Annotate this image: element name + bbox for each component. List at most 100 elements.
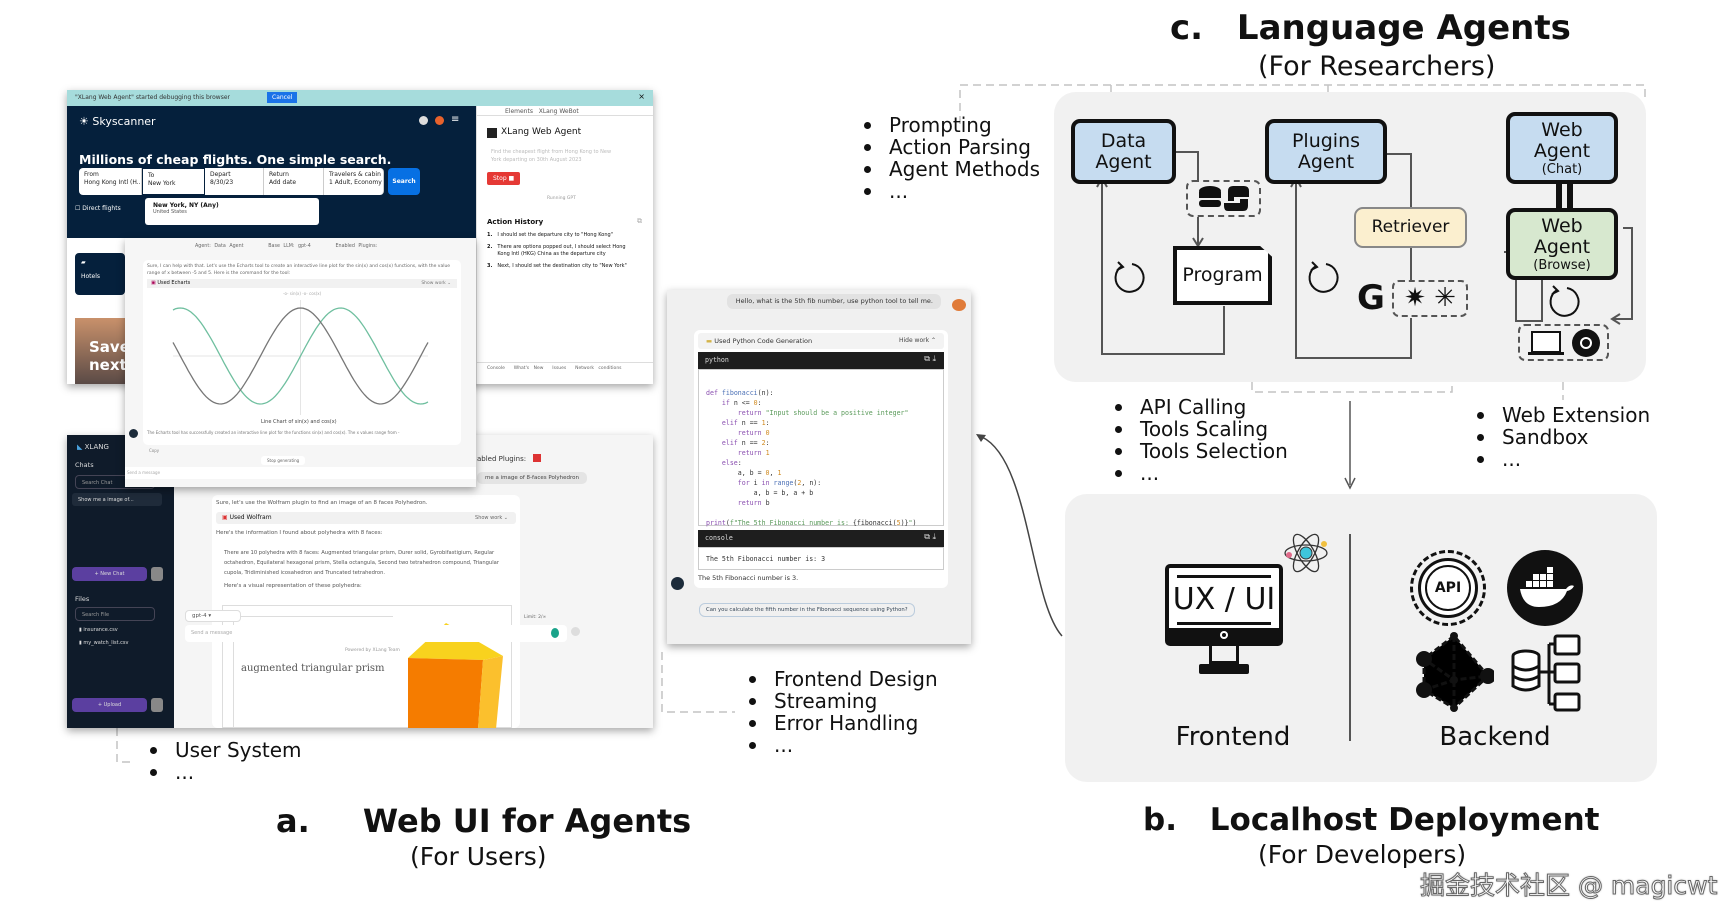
code-header: python ⧉ ⤓ bbox=[698, 352, 944, 369]
xlang-logo-icon bbox=[487, 128, 497, 138]
panel-c-label: c. bbox=[1170, 8, 1204, 48]
chat-sidebar: ◣ XLANG Chats Search Chat Show me a imag… bbox=[67, 435, 174, 728]
copy-download-icons[interactable]: ⧉ ⤓ bbox=[924, 354, 936, 363]
message-input[interactable]: Send a message bbox=[125, 467, 476, 479]
field-label: Return bbox=[269, 171, 289, 178]
action-item[interactable]: 2.There are options popped out, I should… bbox=[487, 244, 637, 258]
used-label: Used Wolfram bbox=[229, 514, 272, 521]
browser-sandbox-group bbox=[1518, 324, 1609, 361]
hotels-card[interactable]: ▰Hotels bbox=[75, 253, 125, 295]
plugins-agent-line2: Agent bbox=[1297, 150, 1355, 173]
chat-list-item[interactable]: Show me a image of... bbox=[72, 493, 162, 506]
hide-work-label: Hide work bbox=[898, 337, 930, 344]
skyscanner-logo: ☀ Skyscanner bbox=[79, 115, 156, 128]
tool-usage-bar[interactable]: ▬ Used Python Code Generation Hide work … bbox=[698, 333, 944, 349]
result-text: The Echarts tool has successfully create… bbox=[147, 430, 400, 435]
send-icon[interactable] bbox=[551, 628, 559, 638]
assistant-avatar bbox=[671, 577, 684, 590]
new-folder-button[interactable] bbox=[151, 567, 163, 581]
data-tools-group bbox=[1186, 180, 1261, 217]
tab-network-conditions[interactable]: Network conditions bbox=[575, 366, 622, 371]
bullets-frontend: Frontend Design Streaming Error Handling… bbox=[747, 668, 938, 756]
direct-flights-label: Direct flights bbox=[82, 205, 121, 212]
direct-flights-checkbox[interactable]: ☐ Direct flights bbox=[75, 205, 121, 212]
stop-button[interactable]: Stop ■ bbox=[487, 172, 521, 185]
api-text: API bbox=[1425, 565, 1471, 611]
tool-usage-bar[interactable]: ▣ Used Wolfram Show work ⌄ bbox=[216, 512, 516, 524]
loop-icon bbox=[1549, 285, 1580, 317]
model-value: gpt-4 bbox=[192, 613, 207, 619]
xlang-logo: ◣ XLANG bbox=[77, 443, 109, 451]
action-text: Next, I should set the destination city … bbox=[497, 263, 627, 269]
debug-bar: "XLang Web Agent" started debugging this… bbox=[67, 90, 653, 106]
search-button[interactable]: Search bbox=[388, 168, 420, 195]
curved-arrow-head bbox=[976, 434, 986, 442]
legend-cos: cos(x) bbox=[309, 291, 322, 296]
show-work-label: Show work bbox=[421, 281, 446, 286]
tab-elements[interactable]: Elements bbox=[505, 108, 533, 115]
info-text: Here's the information I found about pol… bbox=[216, 530, 383, 536]
tool-usage-bar[interactable]: ▣ Used Echarts Show work ⌄ bbox=[147, 279, 457, 288]
avatar[interactable] bbox=[435, 116, 444, 125]
copy-button[interactable]: Copy bbox=[149, 448, 160, 453]
search-file-input[interactable]: Search File bbox=[75, 607, 155, 621]
model-select[interactable]: gpt-4 ▾ bbox=[185, 610, 241, 622]
web-agent-browse-line2: Agent bbox=[1533, 235, 1591, 258]
bullet-item: ... bbox=[1113, 462, 1288, 484]
bullets-prompting: Prompting Action Parsing Agent Methods .… bbox=[862, 114, 1040, 202]
brand-name: XLANG bbox=[84, 443, 109, 451]
suggestion-chip[interactable]: Can you calculate the fifth number in th… bbox=[699, 603, 915, 617]
message-input[interactable]: Send a message bbox=[185, 625, 567, 642]
echarts-chat-screenshot: Agent: Data Agent Base LLM: gpt-4 Enable… bbox=[125, 238, 476, 487]
panel-a-title-text: Web UI for Agents bbox=[362, 802, 692, 840]
travelers-field[interactable]: Travelers & cabin ...1 Adult, Economy bbox=[324, 168, 384, 195]
prompt-input[interactable]: Find the cheapest flight from Hong Kong … bbox=[491, 149, 612, 163]
agent-info-bar: Agent: Data Agent Base LLM: gpt-4 Enable… bbox=[195, 244, 377, 249]
bullet-item: Frontend Design bbox=[747, 668, 938, 690]
code-language: python bbox=[705, 356, 729, 364]
curved-arrow-to-deployment bbox=[981, 436, 1063, 637]
globe-icon[interactable] bbox=[419, 116, 428, 125]
docker-icon bbox=[1507, 550, 1583, 626]
polyhedron-image: augmented triangular prism bbox=[222, 605, 512, 728]
file-item[interactable]: ▮ my_watch_list.csv bbox=[79, 640, 129, 646]
menu-icon[interactable]: ≡ bbox=[451, 114, 460, 125]
hide-work-toggle[interactable]: Hide work ⌃ bbox=[898, 337, 936, 344]
debug-bar-text: "XLang Web Agent" started debugging this… bbox=[75, 94, 230, 101]
suggestion-dropdown[interactable]: New York, NY (Any) United States bbox=[145, 198, 319, 225]
bullet-item: Streaming bbox=[747, 690, 938, 712]
close-icon[interactable]: × bbox=[638, 92, 645, 101]
dashed-connector-user bbox=[116, 728, 135, 763]
neural-network-icon bbox=[1416, 632, 1494, 712]
tab-console[interactable]: Console bbox=[487, 366, 505, 371]
file-item[interactable]: ▮ insurance.csv bbox=[79, 627, 118, 633]
assistant-message: ▬ Used Python Code Generation Hide work … bbox=[694, 330, 948, 588]
tab-whats-new[interactable]: What's New bbox=[513, 366, 544, 371]
scroll-down-button[interactable] bbox=[571, 627, 580, 636]
action-item[interactable]: 3.Next, I should set the destination cit… bbox=[487, 263, 627, 269]
show-work-toggle[interactable]: Show work ⌄ bbox=[421, 281, 451, 286]
new-chat-button[interactable]: + New Chat bbox=[72, 567, 147, 581]
cancel-button[interactable]: Cancel bbox=[267, 92, 298, 103]
bullet-item: Prompting bbox=[862, 114, 1040, 136]
chart-legend: -o- sin(x) -o- cos(x) bbox=[283, 291, 322, 296]
upload-folder-button[interactable] bbox=[151, 698, 163, 712]
down-arrow-head bbox=[1344, 477, 1356, 490]
copy-download-icons[interactable]: ⧉ ⤓ bbox=[924, 532, 936, 541]
stop-generating-button[interactable]: Stop generating bbox=[261, 456, 306, 465]
action-text: There are options popped out, I should s… bbox=[497, 244, 626, 257]
show-work-toggle[interactable]: Show work ⌄ bbox=[475, 515, 508, 521]
tab-issues[interactable]: Issues bbox=[552, 366, 567, 371]
upload-button[interactable]: + Upload bbox=[72, 698, 147, 712]
action-item[interactable]: 1.I should set the departure city to "Ho… bbox=[487, 232, 613, 238]
field-value: New York bbox=[148, 180, 176, 187]
tab-xlang-webot[interactable]: XLang WeBot bbox=[538, 108, 579, 115]
field-label: From bbox=[84, 171, 99, 178]
field-label: Depart bbox=[210, 171, 231, 178]
copy-icon[interactable]: ⧉ bbox=[637, 217, 642, 225]
assistant-message: Sure, I can help with that. Let's use th… bbox=[143, 260, 461, 445]
